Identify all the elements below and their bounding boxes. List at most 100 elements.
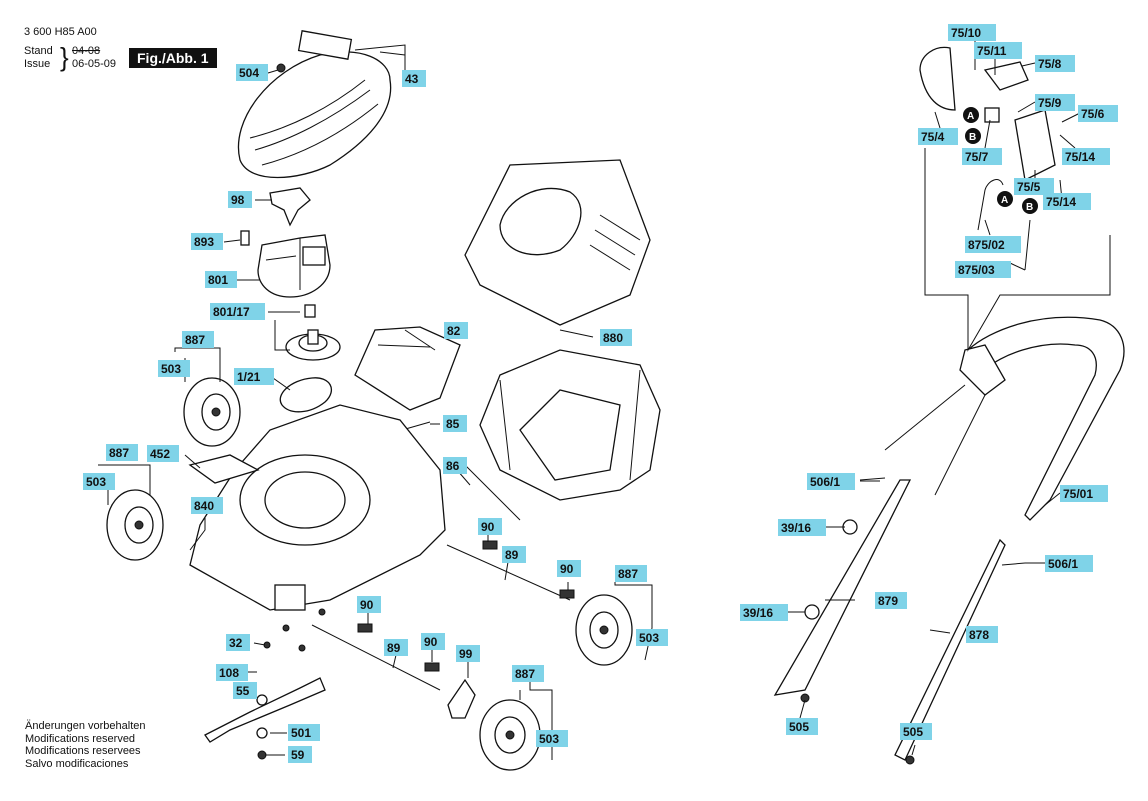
callout-875-02: 875/02	[965, 236, 1021, 253]
callout-801: 801	[205, 271, 237, 288]
svg-text:75/4: 75/4	[921, 130, 945, 144]
svg-text:55: 55	[236, 684, 250, 698]
callout-43: 43	[402, 70, 426, 87]
svg-text:89: 89	[387, 641, 401, 655]
svg-text:75/14: 75/14	[1065, 150, 1095, 164]
callout-85: 85	[443, 415, 467, 432]
svg-text:82: 82	[447, 324, 461, 338]
callout-875-03: 875/03	[955, 261, 1011, 278]
svg-text:43: 43	[405, 72, 419, 86]
callout-505-a: 505	[786, 718, 818, 735]
deck-part	[189, 404, 446, 611]
svg-text:840: 840	[194, 499, 214, 513]
callout-887-b: 887	[106, 444, 138, 461]
svg-text:503: 503	[86, 475, 106, 489]
callout-75-14-b: 75/14	[1043, 193, 1091, 210]
callout-39-16-a: 39/16	[778, 519, 826, 536]
callout-90-d: 90	[421, 633, 445, 650]
cover-strip-part	[188, 454, 260, 484]
flap-part	[354, 326, 461, 411]
callout-880: 880	[600, 329, 632, 346]
notes-block: Änderungen vorbehalten Modifications res…	[25, 720, 145, 770]
svg-text:108: 108	[219, 666, 239, 680]
svg-text:99: 99	[459, 647, 473, 661]
callout-32: 32	[226, 634, 250, 651]
svg-text:887: 887	[185, 333, 205, 347]
callout-55: 55	[233, 682, 257, 699]
callout-503-b: 503	[83, 473, 115, 490]
marker-a-2: A	[997, 191, 1013, 207]
svg-text:879: 879	[878, 594, 898, 608]
svg-text:501: 501	[291, 726, 311, 740]
svg-text:90: 90	[360, 598, 374, 612]
svg-text:75/8: 75/8	[1038, 57, 1062, 71]
marker-b-1: B	[965, 128, 981, 144]
old-date: 04-08	[72, 45, 101, 57]
height-lever-part	[447, 678, 476, 719]
belt-part	[279, 377, 332, 413]
callout-887-a: 887	[182, 331, 214, 348]
springs-part	[357, 540, 575, 672]
svg-text:85: 85	[446, 417, 460, 431]
callout-878: 878	[966, 626, 998, 643]
date-brace: }	[60, 42, 69, 72]
svg-text:801: 801	[208, 273, 228, 287]
callout-90-a: 90	[478, 518, 502, 535]
svg-text:B: B	[1026, 202, 1033, 213]
svg-text:75/7: 75/7	[965, 150, 989, 164]
marker-a-1: A	[963, 107, 979, 123]
svg-text:503: 503	[539, 732, 559, 746]
wheel-part-rear-left	[106, 489, 164, 561]
svg-text:506/1: 506/1	[810, 475, 840, 489]
svg-text:75/01: 75/01	[1063, 487, 1093, 501]
svg-text:875/02: 875/02	[968, 238, 1005, 252]
callout-90-c: 90	[357, 596, 381, 613]
svg-text:880: 880	[603, 331, 623, 345]
callout-1-21: 1/21	[234, 368, 274, 385]
svg-text:A: A	[967, 111, 974, 122]
handle-switch-housing-part	[919, 46, 1056, 181]
handle-part	[773, 316, 1125, 761]
motor-part	[257, 234, 331, 298]
svg-text:32: 32	[229, 636, 243, 650]
svg-text:39/16: 39/16	[781, 521, 811, 535]
svg-text:505: 505	[903, 725, 923, 739]
callout-89-a: 89	[502, 546, 526, 563]
svg-text:452: 452	[150, 447, 170, 461]
issue-label: Issue	[24, 58, 51, 70]
callout-75-01: 75/01	[1060, 485, 1108, 502]
callout-75-4: 75/4	[918, 128, 958, 145]
marker-b-2: B	[1022, 198, 1038, 214]
callout-506-1-a: 506/1	[807, 473, 855, 490]
wheel-part-front-right	[575, 594, 633, 666]
svg-text:90: 90	[481, 520, 495, 534]
note-de: Änderungen vorbehalten	[25, 720, 146, 732]
callout-887-d: 887	[512, 665, 544, 682]
switch-part	[269, 187, 311, 227]
svg-text:1/21: 1/21	[237, 370, 261, 384]
svg-text:893: 893	[194, 235, 214, 249]
motor-bushing-part	[304, 304, 316, 318]
svg-text:75/11: 75/11	[977, 44, 1007, 58]
new-date: 06-05-09	[72, 58, 117, 70]
grass-box-lid-part	[464, 159, 651, 326]
callout-505-b: 505	[900, 723, 932, 740]
callout-75-6: 75/6	[1078, 105, 1118, 122]
svg-text:B: B	[969, 132, 976, 143]
callout-75-9: 75/9	[1035, 94, 1075, 111]
svg-text:59: 59	[291, 748, 305, 762]
cable-parts	[977, 179, 1031, 271]
callout-879: 879	[875, 592, 907, 609]
callout-82: 82	[444, 322, 468, 339]
callout-893: 893	[191, 233, 223, 250]
callout-75-5: 75/5	[1014, 178, 1054, 195]
svg-text:90: 90	[424, 635, 438, 649]
callout-75-10: 75/10	[948, 24, 996, 41]
svg-text:887: 887	[109, 446, 129, 460]
stand-label: Stand	[24, 45, 53, 57]
svg-text:89: 89	[505, 548, 519, 562]
motor-cover-part	[237, 30, 392, 179]
callout-506-1-b: 506/1	[1045, 555, 1093, 572]
callout-99: 99	[456, 645, 480, 662]
callout-39-16-b: 39/16	[740, 604, 788, 621]
